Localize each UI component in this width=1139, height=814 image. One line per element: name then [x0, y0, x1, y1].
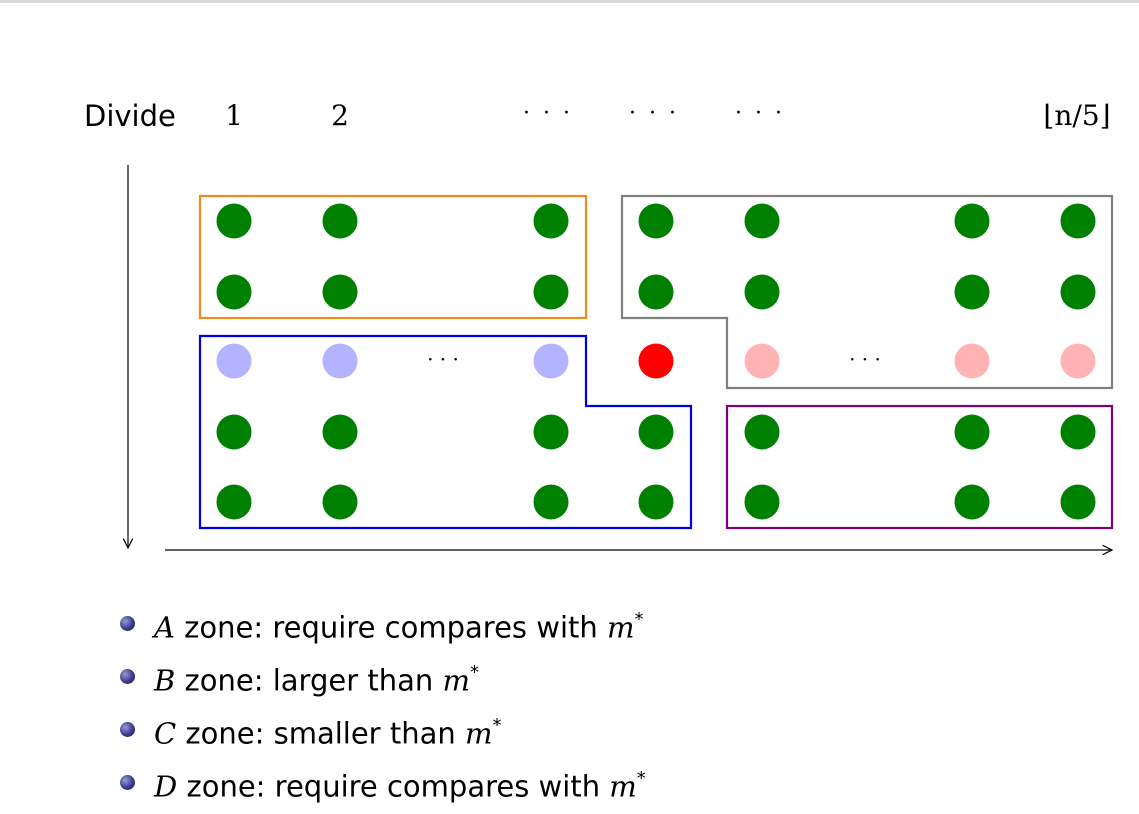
- zone-description: zone: smaller than: [176, 716, 465, 751]
- zone-b-outline: [620, 194, 1114, 390]
- median-dot-smaller: [322, 343, 358, 379]
- row-ellipsis-right: · · ·: [849, 347, 881, 371]
- zone-description: zone: larger than: [175, 663, 443, 698]
- median-dot-smaller: [216, 343, 252, 379]
- median-of-medians-diagram: · · · · · ·: [0, 165, 1139, 600]
- element-dot: [533, 414, 569, 450]
- variable-star: *: [492, 715, 502, 736]
- element-dot: [744, 414, 780, 450]
- column-label-last: ⌊n/5⌋: [1043, 99, 1111, 132]
- element-dot: [216, 414, 252, 450]
- element-dot: [533, 484, 569, 520]
- column-label-1: 1: [225, 99, 243, 132]
- column-ellipsis-3: · · ·: [735, 101, 785, 126]
- zone-legend-list: A zone: require compares with m* B zone:…: [120, 602, 646, 814]
- element-dot: [744, 484, 780, 520]
- element-dot: [954, 414, 990, 450]
- bullet-ball-icon: [120, 722, 135, 737]
- median-of-medians-dot: [638, 343, 674, 379]
- zone-letter: D: [154, 769, 178, 804]
- zone-d-outline: [725, 404, 1114, 530]
- element-dot: [638, 414, 674, 450]
- bullet-zone-b: B zone: larger than m*: [120, 655, 646, 708]
- element-dot: [744, 274, 780, 310]
- element-dot: [638, 274, 674, 310]
- element-dot: [322, 414, 358, 450]
- element-dot: [954, 484, 990, 520]
- element-dot: [744, 203, 780, 239]
- variable-star: *: [636, 768, 646, 789]
- variable-m: m: [606, 610, 635, 645]
- zone-a-outline: [198, 194, 588, 320]
- divide-label: Divide: [84, 99, 176, 133]
- variable-m: m: [442, 663, 470, 698]
- column-ellipsis-2: · · ·: [629, 101, 679, 126]
- column-ellipsis-1: · · ·: [523, 101, 573, 126]
- variable-m: m: [609, 769, 637, 804]
- bullet-zone-a: A zone: require compares with m*: [120, 602, 646, 655]
- median-dot-smaller: [533, 343, 569, 379]
- element-dot: [216, 203, 252, 239]
- top-border: [0, 0, 1139, 3]
- zone-letter: A: [154, 610, 175, 645]
- element-dot: [322, 484, 358, 520]
- element-dot: [216, 274, 252, 310]
- zone-letter: B: [154, 663, 176, 698]
- element-dot: [638, 203, 674, 239]
- element-dot: [1060, 414, 1096, 450]
- variable-star: *: [469, 662, 479, 683]
- element-dot: [1060, 484, 1096, 520]
- element-dot: [954, 274, 990, 310]
- bullet-zone-c: C zone: smaller than m*: [120, 708, 646, 761]
- element-dot: [1060, 274, 1096, 310]
- zone-description: zone: require compares with: [174, 610, 607, 645]
- column-label-2: 2: [331, 99, 349, 132]
- row-ellipsis-left: · · ·: [427, 347, 459, 371]
- median-dot-larger: [954, 343, 990, 379]
- element-dot: [322, 203, 358, 239]
- zone-c-outline: [198, 334, 693, 530]
- element-dot: [533, 274, 569, 310]
- variable-m: m: [464, 716, 493, 751]
- median-dot-larger: [1060, 343, 1096, 379]
- element-dot: [638, 484, 674, 520]
- bullet-ball-icon: [120, 775, 135, 790]
- element-dot: [954, 203, 990, 239]
- element-dot: [533, 203, 569, 239]
- bullet-zone-d: D zone: require compares with m*: [120, 761, 646, 814]
- zone-description: zone: require compares with: [177, 769, 610, 804]
- element-dot: [322, 274, 358, 310]
- variable-star: *: [634, 609, 644, 630]
- bullet-ball-icon: [120, 616, 135, 631]
- element-dot: [216, 484, 252, 520]
- median-dot-larger: [744, 343, 780, 379]
- zone-letter: C: [154, 716, 177, 751]
- bullet-ball-icon: [120, 669, 135, 684]
- element-dot: [1060, 203, 1096, 239]
